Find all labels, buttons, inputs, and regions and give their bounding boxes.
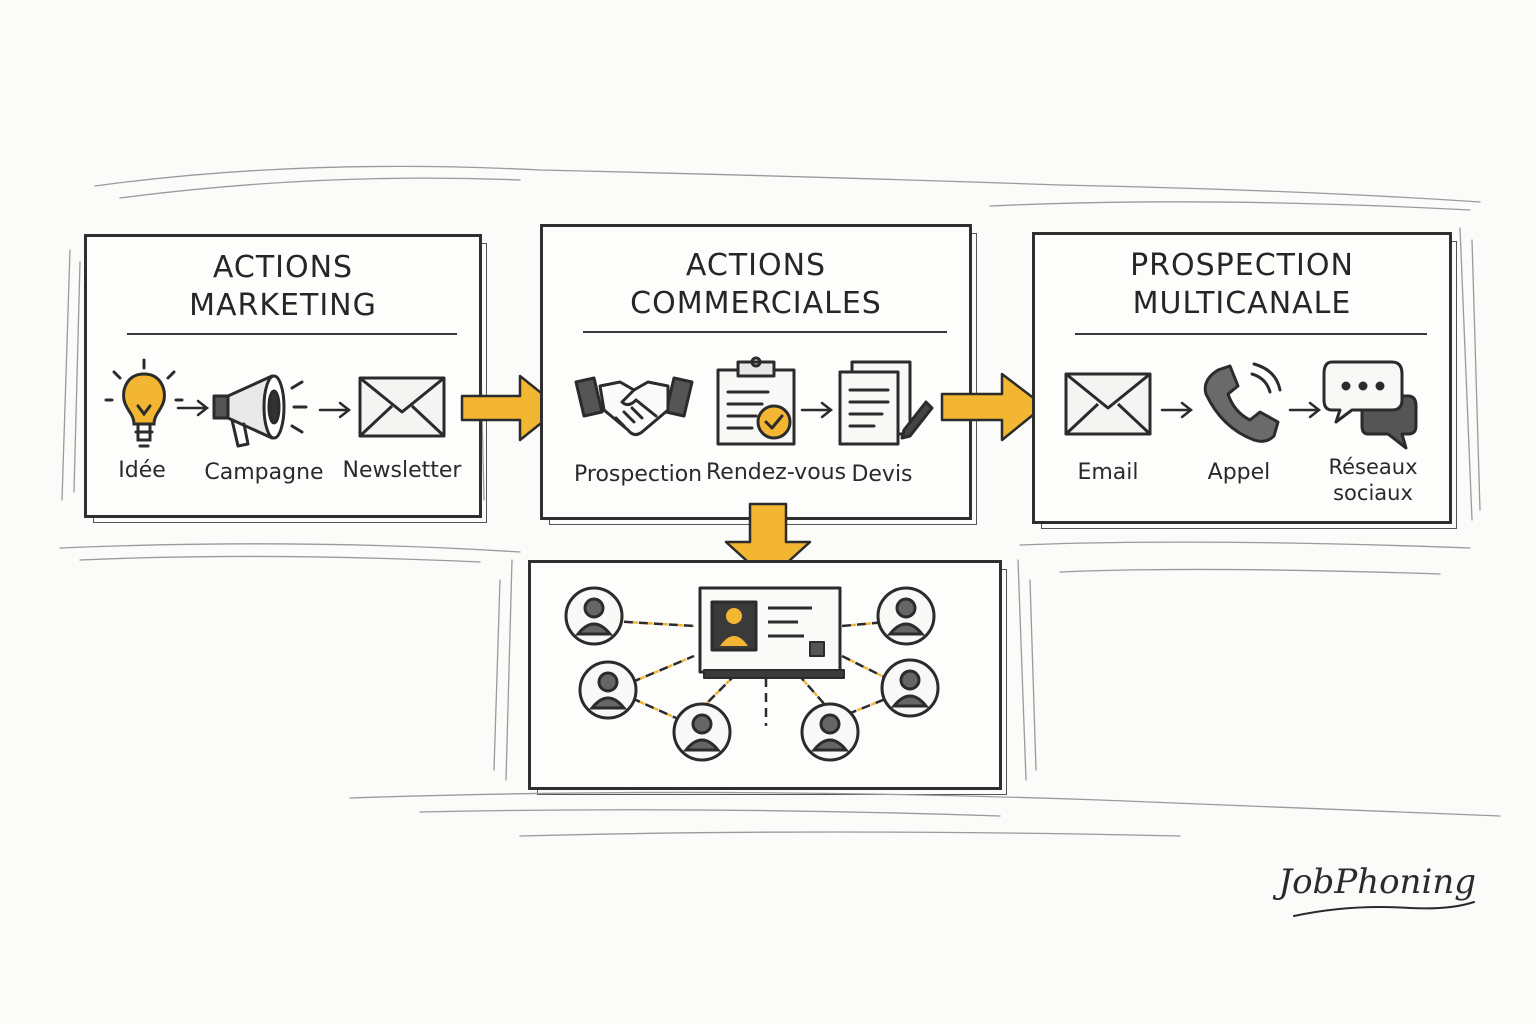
arrow-right-icon [1288, 401, 1322, 419]
person-icon [672, 702, 732, 762]
chat-bubbles-icon [1322, 360, 1418, 450]
person-icon [578, 660, 638, 720]
panel-divider [583, 331, 947, 333]
step-label-rendez-vous: Rendez-vous [706, 460, 847, 485]
clipboard-check-icon [716, 356, 796, 446]
panel-title-line2: Marketing [189, 288, 377, 323]
step-label-reseaux-sociaux: Réseaux sociaux [1328, 455, 1418, 505]
step-label-email: Email [1077, 460, 1139, 485]
documents-pen-icon [838, 360, 934, 446]
contact-card-icon [698, 586, 845, 679]
brand-logo: JobPhoning [1278, 862, 1476, 902]
panel-divider [127, 333, 457, 335]
panel-divider [1075, 333, 1427, 335]
contact-network-diagram [564, 586, 940, 762]
person-icon [876, 586, 936, 646]
panel-title: Prospection Multicanale [1035, 247, 1449, 323]
arrow-right-icon [176, 399, 210, 417]
panel-title-line1: Prospection [1130, 248, 1354, 283]
step-label-devis: Devis [851, 462, 913, 487]
panel-title: Actions Commerciales [543, 247, 969, 323]
panel-title-line2: Commerciales [630, 286, 882, 321]
person-icon [880, 658, 940, 718]
handshake-icon [574, 376, 694, 437]
step-label-appel: Appel [1207, 460, 1271, 485]
envelope-icon [358, 376, 446, 438]
person-icon [800, 702, 860, 762]
brand-underline [1293, 901, 1475, 917]
panel-title-line1: Actions [685, 248, 827, 283]
step-label-prospection: Prospection [574, 462, 703, 487]
flow-arrow-right [940, 372, 1046, 442]
arrow-right-icon [318, 401, 352, 419]
person-icon [564, 586, 624, 646]
arrow-right-icon [1160, 401, 1194, 419]
arrow-right-icon [800, 401, 834, 419]
lightbulb-icon [104, 358, 184, 448]
step-label-idee: Idée [118, 458, 166, 483]
step-label-newsletter: Newsletter [342, 458, 462, 483]
envelope-icon [1064, 372, 1152, 436]
megaphone-icon [212, 374, 308, 448]
panel-title-line1: Actions [212, 250, 354, 285]
phone-icon [1203, 362, 1282, 443]
panel-title-line2: Multicanale [1132, 286, 1352, 321]
step-label-campagne: Campagne [204, 460, 324, 485]
panel-title: Actions Marketing [87, 249, 479, 325]
